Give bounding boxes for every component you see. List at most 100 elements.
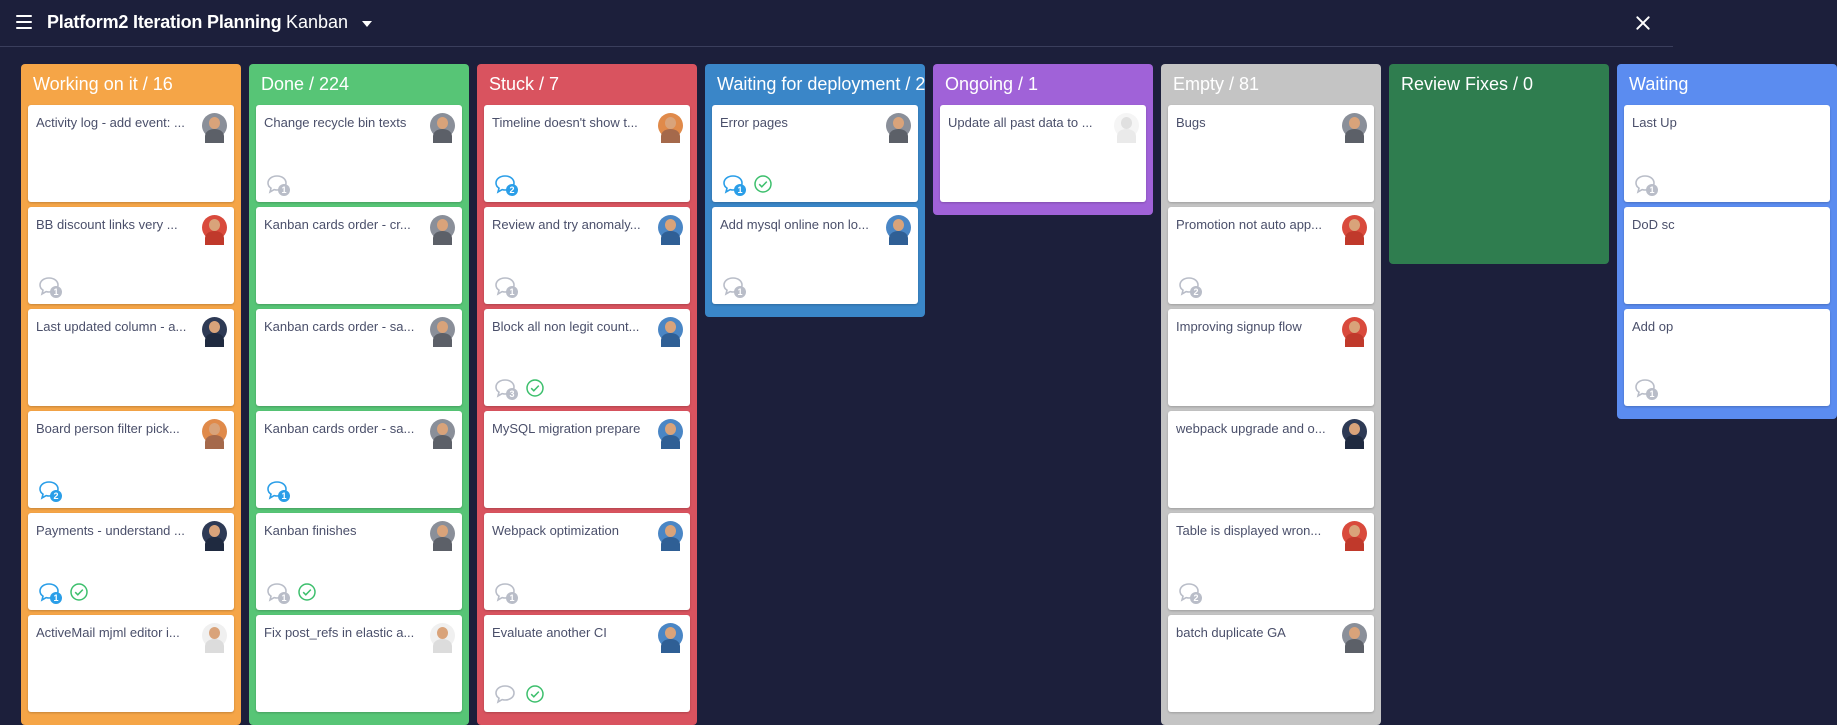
- kanban-card[interactable]: BB discount links very ...1: [28, 207, 234, 304]
- card-title: Kanban cards order - sa...: [264, 421, 415, 436]
- updates-icon[interactable]: 1: [38, 582, 62, 604]
- kanban-card[interactable]: Kanban cards order - sa...: [256, 309, 462, 406]
- avatar[interactable]: [1342, 521, 1367, 551]
- card-title: Kanban cards order - sa...: [264, 319, 415, 334]
- card-icons: 1: [266, 174, 290, 196]
- kanban-card[interactable]: MySQL migration prepare: [484, 411, 690, 508]
- avatar[interactable]: [1342, 623, 1367, 653]
- column-header[interactable]: Ongoing / 1: [945, 74, 1039, 94]
- updates-icon[interactable]: 3: [494, 378, 518, 400]
- updates-icon[interactable]: 1: [494, 582, 518, 604]
- kanban-card[interactable]: Review and try anomaly...1: [484, 207, 690, 304]
- column-header[interactable]: Working on it / 16: [33, 74, 173, 94]
- updates-icon[interactable]: 1: [266, 174, 290, 196]
- kanban-card[interactable]: Add mysql online non lo...1: [712, 207, 918, 304]
- updates-icon[interactable]: 1: [38, 276, 62, 298]
- updates-icon[interactable]: 2: [494, 174, 518, 196]
- card-title: Evaluate another CI: [492, 625, 607, 640]
- avatar[interactable]: [658, 113, 683, 143]
- kanban-card[interactable]: Board person filter pick...2: [28, 411, 234, 508]
- updates-icon[interactable]: 1: [722, 276, 746, 298]
- kanban-card[interactable]: Promotion not auto app...2: [1168, 207, 1374, 304]
- card-title: Payments - understand ...: [36, 523, 185, 538]
- column-header[interactable]: Stuck / 7: [489, 74, 560, 94]
- avatar[interactable]: [658, 419, 683, 449]
- card-title: batch duplicate GA: [1176, 625, 1286, 640]
- updates-icon[interactable]: [494, 684, 516, 704]
- view-selector[interactable]: Kanban: [286, 12, 373, 33]
- avatar[interactable]: [886, 215, 911, 245]
- avatar[interactable]: [202, 623, 227, 653]
- kanban-card[interactable]: webpack upgrade and o...: [1168, 411, 1374, 508]
- avatar[interactable]: [430, 215, 455, 245]
- avatar[interactable]: [1114, 113, 1139, 143]
- avatar[interactable]: [430, 521, 455, 551]
- avatar[interactable]: [658, 215, 683, 245]
- column-header[interactable]: Waiting: [1629, 74, 1689, 94]
- top-bar: Platform2 Iteration Planning Kanban: [0, 0, 1673, 47]
- avatar[interactable]: [1342, 317, 1367, 347]
- updates-icon[interactable]: 2: [1178, 582, 1202, 604]
- kanban-card[interactable]: Last updated column - a...: [28, 309, 234, 406]
- card-title: Error pages: [720, 115, 788, 130]
- avatar[interactable]: [658, 623, 683, 653]
- avatar[interactable]: [886, 113, 911, 143]
- avatar[interactable]: [1342, 419, 1367, 449]
- avatar[interactable]: [202, 113, 227, 143]
- column-header[interactable]: Review Fixes / 0: [1401, 74, 1534, 94]
- kanban-card[interactable]: Timeline doesn't show t...2: [484, 105, 690, 202]
- kanban-card[interactable]: Evaluate another CI: [484, 615, 690, 712]
- avatar[interactable]: [430, 113, 455, 143]
- column-header[interactable]: Done / 224: [261, 74, 350, 94]
- card-title: DoD sc: [1632, 217, 1675, 232]
- check-icon: [70, 583, 88, 601]
- kanban-card[interactable]: DoD sc: [1624, 207, 1830, 304]
- updates-icon[interactable]: 1: [266, 480, 290, 502]
- avatar[interactable]: [1342, 113, 1367, 143]
- updates-icon[interactable]: 1: [494, 276, 518, 298]
- avatar[interactable]: [202, 215, 227, 245]
- column-header[interactable]: Empty / 81: [1173, 74, 1260, 94]
- avatar[interactable]: [658, 521, 683, 551]
- avatar[interactable]: [1342, 215, 1367, 245]
- kanban-card[interactable]: Fix post_refs in elastic a...: [256, 615, 462, 712]
- card-icons: 2: [1178, 582, 1202, 604]
- kanban-card[interactable]: Block all non legit count...3: [484, 309, 690, 406]
- kanban-card[interactable]: Bugs: [1168, 105, 1374, 202]
- updates-icon[interactable]: 2: [1178, 276, 1202, 298]
- kanban-card[interactable]: ActiveMail mjml editor i...: [28, 615, 234, 712]
- kanban-card[interactable]: Update all past data to ...: [940, 105, 1146, 202]
- updates-icon[interactable]: 2: [38, 480, 62, 502]
- close-icon[interactable]: [1633, 13, 1653, 33]
- column-6: Review Fixes / 0: [1389, 64, 1609, 264]
- kanban-card[interactable]: Activity log - add event: ...: [28, 105, 234, 202]
- kanban-card[interactable]: Kanban cards order - sa... 1: [256, 411, 462, 508]
- card-icons: 1: [722, 174, 772, 196]
- avatar[interactable]: [202, 521, 227, 551]
- updates-icon[interactable]: 1: [1634, 378, 1658, 400]
- kanban-card[interactable]: Kanban cards order - cr...: [256, 207, 462, 304]
- menu-icon[interactable]: [16, 15, 32, 29]
- kanban-card[interactable]: Error pages 1: [712, 105, 918, 202]
- kanban-card[interactable]: Table is displayed wron...2: [1168, 513, 1374, 610]
- card-title: Kanban cards order - cr...: [264, 217, 411, 232]
- avatar[interactable]: [658, 317, 683, 347]
- avatar[interactable]: [202, 317, 227, 347]
- updates-icon[interactable]: 1: [722, 174, 746, 196]
- kanban-card[interactable]: Payments - understand ... 1: [28, 513, 234, 610]
- column-header[interactable]: Waiting for deployment / 2: [717, 74, 926, 94]
- kanban-card[interactable]: Improving signup flow: [1168, 309, 1374, 406]
- updates-icon[interactable]: 1: [266, 582, 290, 604]
- avatar[interactable]: [430, 623, 455, 653]
- card-icons: 2: [494, 174, 518, 196]
- avatar[interactable]: [430, 419, 455, 449]
- avatar[interactable]: [202, 419, 227, 449]
- updates-icon[interactable]: 1: [1634, 174, 1658, 196]
- avatar[interactable]: [430, 317, 455, 347]
- kanban-card[interactable]: batch duplicate GA: [1168, 615, 1374, 712]
